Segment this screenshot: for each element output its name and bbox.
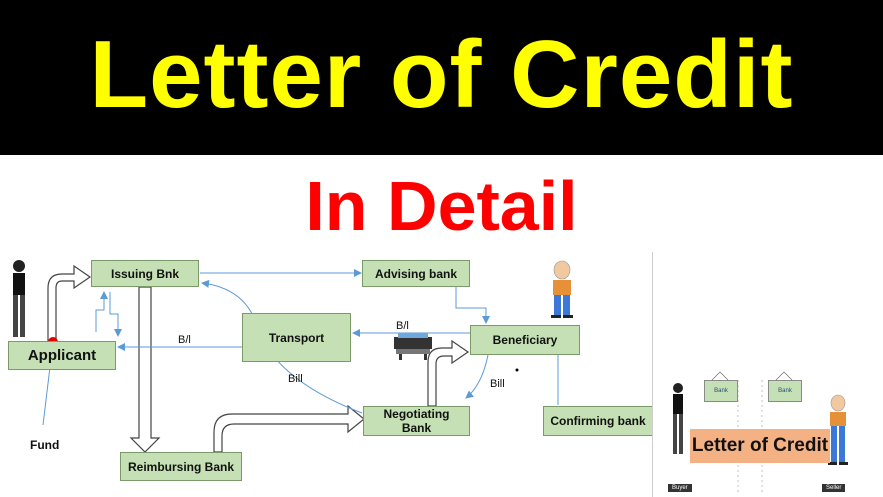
node-confirming-bank: Confirming bank <box>543 406 653 436</box>
seller-tag: Seller <box>822 484 846 492</box>
node-transport: Transport <box>242 313 351 362</box>
node-issuing-bank: Issuing Bnk <box>91 260 199 287</box>
panel-divider <box>652 252 653 497</box>
edge-label-fund: Fund <box>30 438 60 452</box>
printer-icon <box>394 333 432 360</box>
node-negotiating-bank: Negotiating Bank <box>363 406 470 436</box>
hollow-arrow-negotiating-beneficiary <box>427 339 470 407</box>
hollow-arrow-reimbursing-negotiating <box>213 404 365 453</box>
hollow-arrow-applicant-issuing <box>47 264 92 343</box>
buyer-person-icon <box>673 383 683 454</box>
applicant-person-icon <box>13 260 25 337</box>
buyer-tag: Buyer <box>668 484 692 492</box>
bank-sign-left: Bank <box>704 380 738 402</box>
bank-sign-right: Bank <box>768 380 802 402</box>
node-beneficiary: Beneficiary <box>470 325 580 355</box>
node-reimbursing-bank: Reimbursing Bank <box>120 452 242 481</box>
edge-label-bl-left: B/l <box>178 334 191 346</box>
node-applicant: Applicant <box>8 341 116 370</box>
edge-label-bl-right: B/l <box>396 320 409 332</box>
side-panel-label: Letter of Credit <box>690 429 830 463</box>
hollow-arrow-issuing-reimbursing <box>129 286 161 453</box>
banner-title: Letter of Credit <box>89 21 794 128</box>
seller-person-icon <box>828 394 848 465</box>
subtitle: In Detail <box>305 167 578 245</box>
node-advising-bank: Advising bank <box>362 260 470 287</box>
edge-label-bill-right: Bill <box>490 378 505 390</box>
edge-label-bill-left: Bill <box>288 373 303 385</box>
beneficiary-person-icon <box>551 260 573 318</box>
title-banner: Letter of Credit <box>0 0 883 155</box>
